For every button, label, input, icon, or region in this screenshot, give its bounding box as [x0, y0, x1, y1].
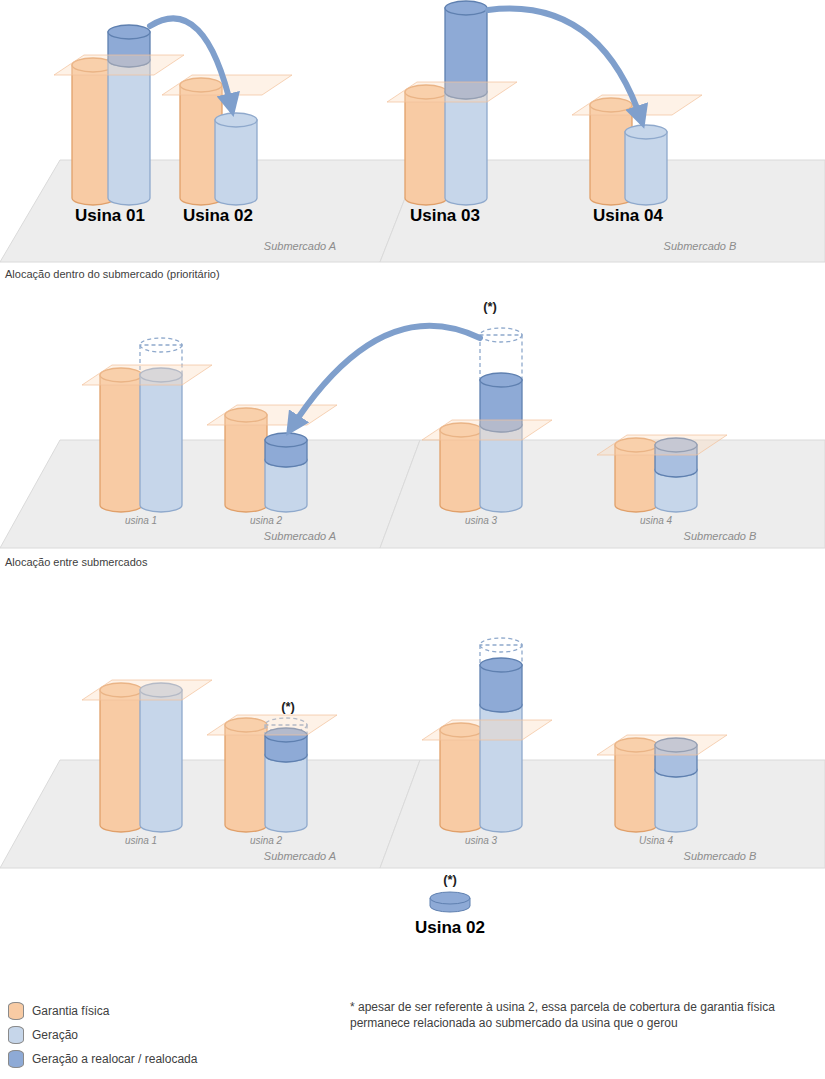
- footnote-text: * apesar de ser referente à usina 2, ess…: [350, 1000, 820, 1031]
- cylinder: [108, 25, 150, 205]
- guarantee-plane: [597, 435, 727, 455]
- cylinder-body: [100, 690, 142, 832]
- floor-a: [0, 760, 420, 868]
- plant-label: usina 3: [465, 515, 497, 527]
- detached-disk: [430, 892, 470, 912]
- plant-label: usina 3: [465, 835, 497, 847]
- cylinder-body: [100, 375, 142, 512]
- plant-label: Usina 02: [415, 918, 485, 938]
- reallocation-arrow: [150, 18, 232, 110]
- panel-caption: Alocação dentro do submercado (prioritár…: [5, 268, 220, 281]
- submarket-label: Submercado B: [684, 850, 757, 863]
- cylinder-body: [480, 645, 522, 672]
- cylinder: [100, 683, 142, 832]
- legend-swatch: [8, 1002, 24, 1020]
- cylinder-top: [480, 658, 522, 672]
- cylinder: [215, 113, 257, 205]
- cylinder-body: [480, 335, 522, 387]
- cylinder-body: [140, 690, 182, 832]
- cylinder-body: [225, 725, 267, 832]
- plant-label: Usina 4: [639, 835, 673, 847]
- guarantee-plane: [82, 680, 212, 700]
- cylinder-body: [265, 460, 307, 512]
- cylinder-body: [625, 132, 667, 205]
- cylinder-top: [480, 328, 522, 342]
- guarantee-plane: [422, 420, 552, 440]
- cylinder-body: [108, 60, 150, 205]
- legend-text: Garantia física: [32, 1004, 109, 1018]
- submarket-label: Submercado A: [264, 240, 336, 253]
- submarket-label: Submercado B: [664, 240, 737, 253]
- legend-swatch: [8, 1050, 24, 1068]
- guarantee-plane: [597, 735, 727, 755]
- cylinder-top: [265, 433, 307, 447]
- cylinder: [140, 338, 182, 512]
- cylinder: [625, 125, 667, 205]
- plant-label: Usina 04: [593, 206, 663, 226]
- guarantee-plane: [207, 715, 337, 735]
- cylinder-body: [215, 120, 257, 205]
- cylinder: [405, 85, 447, 205]
- cylinder: [140, 683, 182, 832]
- reallocation-arrow: [290, 326, 480, 430]
- cylinder-body: [140, 375, 182, 512]
- panel-caption: Alocação entre submercados: [5, 556, 147, 569]
- cylinder-top: [108, 25, 150, 39]
- cylinder-body: [615, 745, 657, 832]
- cylinder-top: [625, 125, 667, 139]
- legend-row: Garantia física: [8, 1002, 109, 1020]
- submarket-label: Submercado A: [264, 530, 336, 543]
- footnote-mark: (*): [281, 700, 295, 715]
- cylinder-body: [265, 755, 307, 832]
- floor-a: [0, 440, 420, 548]
- cylinder-top: [215, 113, 257, 127]
- cylinder-body: [440, 430, 482, 512]
- cylinder-body: [225, 415, 267, 512]
- cylinder: [445, 1, 487, 205]
- plant-label: usina 4: [640, 515, 672, 527]
- footnote-mark: (*): [483, 300, 497, 315]
- plant-label: Usina 02: [183, 206, 253, 226]
- cylinder-body: [405, 92, 447, 205]
- disk-top: [430, 892, 470, 904]
- cylinder: [265, 433, 307, 512]
- legend-text: Geração: [32, 1028, 78, 1042]
- plant-label: Usina 03: [410, 206, 480, 226]
- reallocation-arrow: [488, 9, 642, 122]
- guarantee-plane: [82, 365, 212, 385]
- cylinder-top: [445, 1, 487, 15]
- guarantee-plane: [422, 720, 552, 740]
- cylinder-top: [480, 638, 522, 652]
- cylinder-top: [140, 338, 182, 352]
- cylinder: [100, 368, 142, 512]
- plant-label: usina 2: [250, 835, 282, 847]
- footnote-mark: (*): [443, 873, 457, 888]
- cylinder-body: [440, 730, 482, 832]
- cylinder-top: [480, 373, 522, 387]
- submarket-label: Submercado A: [264, 850, 336, 863]
- cylinder-body: [655, 770, 697, 832]
- plant-label: Usina 01: [75, 206, 145, 226]
- legend-text: Geração a realocar / realocada: [32, 1052, 197, 1066]
- legend-swatch: [8, 1026, 24, 1044]
- submarket-label: Submercado B: [684, 530, 757, 543]
- legend-row: Geração: [8, 1026, 78, 1044]
- plant-label: usina 1: [125, 515, 157, 527]
- plant-label: usina 2: [250, 515, 282, 527]
- guarantee-plane: [387, 82, 517, 102]
- guarantee-plane: [54, 55, 184, 75]
- plant-label: usina 1: [125, 835, 157, 847]
- legend-row: Geração a realocar / realocada: [8, 1050, 197, 1068]
- cylinder-body: [445, 92, 487, 205]
- guarantee-plane: [207, 405, 337, 425]
